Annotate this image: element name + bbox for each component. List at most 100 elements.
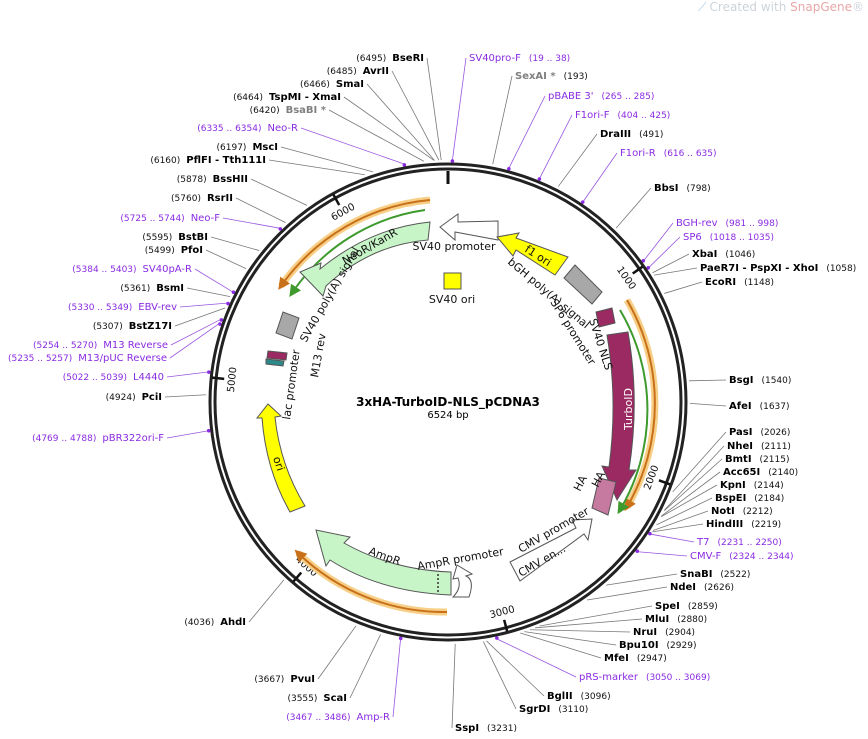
site-label-name: AhdI (220, 617, 246, 628)
primer-mark (646, 266, 651, 270)
site-leader-line (529, 629, 631, 633)
site-leader-line (391, 70, 440, 161)
scale-tick-mark (502, 619, 509, 632)
primer-mark (402, 163, 407, 167)
backbone-inner (213, 167, 683, 637)
site-label: NotI(2212) (711, 506, 773, 517)
site-label-pos: (5022 .. 5039) (63, 373, 127, 383)
site-label: SexAI *(193) (515, 71, 588, 82)
site-label-name: AfeI (729, 401, 752, 412)
site-label-pos: (6495) (356, 54, 386, 64)
site-label: NdeI(2626) (670, 582, 734, 593)
site-label-name: MscI (252, 142, 278, 153)
feature-ampr-arrow (315, 529, 452, 596)
feature-label-sv40-ori: SV40 ori (429, 293, 475, 306)
site-label-name: BseRI (392, 53, 424, 64)
feature-turboid-arrow (601, 331, 637, 502)
site-leader-line (268, 159, 365, 176)
site-label-name: pBR322ori-F (102, 433, 164, 444)
site-label-name: BmtI (725, 454, 752, 465)
scale-tick-label: 1000 (614, 265, 638, 292)
site-leader-line (615, 187, 652, 229)
site-label: F1ori-R(616 .. 635) (620, 148, 717, 159)
site-label-name: BspEI (715, 493, 746, 504)
site-leader-line (366, 83, 435, 161)
site-label-pos: (3467 .. 3486) (286, 713, 350, 723)
feature-f1-ori-arrow (496, 232, 569, 276)
site-leader-line (535, 618, 643, 629)
site-label-pos: (2626) (704, 583, 734, 593)
site-label-name: Neo-F (191, 213, 221, 224)
site-label: (5499)PfoI (145, 245, 203, 256)
site-label: F1ori-F(404 .. 425) (575, 110, 670, 121)
site-label-name: TspMI - XmaI (269, 92, 341, 103)
feature-bgh-polya-box (563, 264, 603, 305)
site-label-name: MfeI (604, 653, 629, 664)
site-label-pos: (6335 .. 6354) (197, 124, 261, 134)
site-label-name: BsmI (156, 283, 184, 294)
scale-tick-mark (212, 376, 225, 381)
site-leader-line (174, 307, 226, 327)
site-label-pos: (193) (564, 72, 588, 82)
site-label-pos: (2947) (637, 654, 667, 664)
site-leader-line (392, 639, 401, 718)
site-label-pos: (5235 .. 5257) (8, 354, 72, 364)
scale-tick-label: 3000 (489, 604, 516, 621)
site-label-pos: (3555) (287, 694, 317, 704)
scale-tick-mark (658, 479, 671, 486)
site-label: BmtI(2115) (725, 454, 789, 465)
feature-ampr-promoter-arrow (451, 564, 474, 598)
backbone-outer (208, 162, 688, 642)
scale-tick-label: 5000 (226, 367, 240, 393)
site-label-name: SV40pA-R (143, 264, 192, 275)
site-label: (5235 .. 5257)M13/pUC Reverse (8, 353, 167, 364)
site-label-name: BstZ17I (129, 321, 172, 332)
site-label: (5330 .. 5349)EBV-rev (68, 302, 177, 313)
site-label-pos: (798) (686, 184, 710, 194)
site-label-name: SmaI (336, 79, 364, 90)
scale-tick-mark (332, 193, 341, 206)
site-label-name: BsaBI * (286, 105, 327, 116)
site-leader-line (170, 319, 221, 346)
site-label-pos: (3667) (254, 675, 284, 685)
snapgene-watermark: ⟋Created with SnapGene® (698, 0, 864, 15)
site-label-name: BglII (547, 691, 573, 702)
site-label-pos: (19 .. 38) (529, 54, 570, 64)
site-label-pos: (5760) (171, 194, 201, 204)
site-leader-line (643, 222, 674, 261)
site-leader-line (539, 114, 573, 179)
feature-label-ori: ori (270, 455, 287, 473)
site-label-pos: (4036) (184, 618, 214, 628)
site-label-pos: (5254 .. 5270) (33, 341, 97, 351)
site-label-pos: (6464) (233, 93, 263, 103)
site-label-name: PciI (142, 392, 162, 403)
site-leader-line (496, 638, 577, 678)
site-leader-line (587, 586, 668, 601)
feature-sv40-polya-box (275, 311, 300, 340)
site-label: BspEI(2184) (715, 493, 784, 504)
watermark-prefix: Created with (709, 0, 791, 14)
site-label: AfeI(1637) (729, 401, 790, 412)
site-leader-line (426, 57, 442, 161)
site-label-pos: (5499) (145, 246, 175, 256)
primer-mark (641, 258, 646, 263)
primer-mark (207, 370, 211, 374)
site-label-pos: (1058) (826, 264, 856, 274)
watermark-brand: SnapGene (790, 0, 852, 14)
site-label-name: PaeR7I - PspXI - XhoI (700, 263, 818, 274)
site-label-pos: (2231 .. 2250) (717, 538, 781, 548)
site-label-name: EBV-rev (138, 302, 177, 313)
site-label: (3555)ScaI (287, 693, 347, 704)
scale-tick-mark (292, 571, 303, 583)
site-label: BsgI(1540) (729, 375, 791, 386)
site-label: DraIII(491) (600, 129, 663, 140)
site-label-pos: (3110) (558, 705, 588, 715)
primer-mark (635, 549, 640, 553)
site-label-name: SspI (455, 723, 479, 734)
feature-ori-arrow (255, 403, 306, 513)
site-label: (5595)BstBI (142, 232, 208, 243)
site-label: SV40pro-F(19 .. 38) (469, 53, 570, 64)
site-leader-line (210, 236, 260, 251)
site-leader-line (656, 497, 713, 526)
